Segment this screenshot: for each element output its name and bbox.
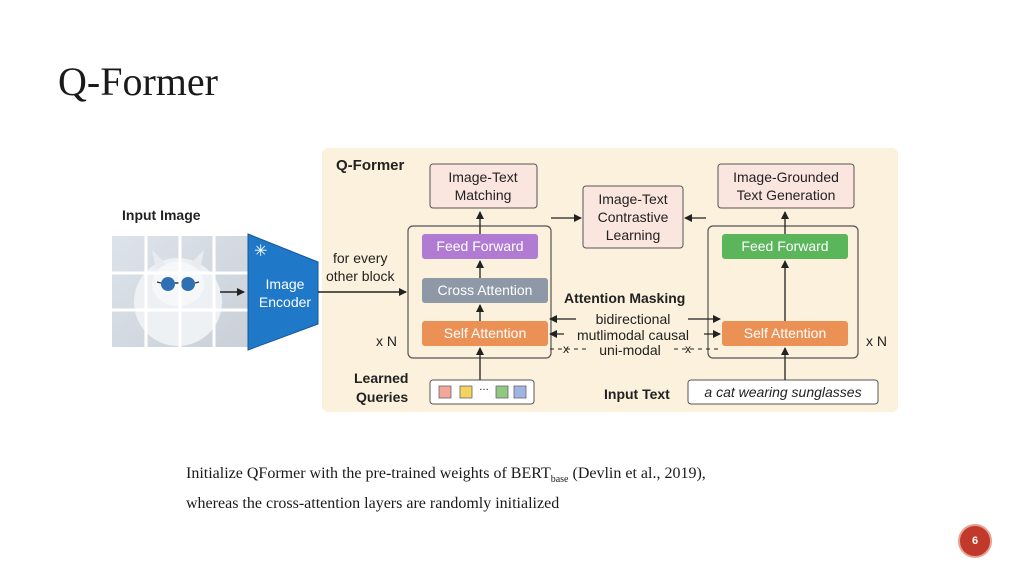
itm-label-1: Image-Text — [448, 169, 517, 185]
itg-label-1: Image-Grounded — [733, 169, 839, 185]
mask-causal: mutlimodal causal — [577, 327, 689, 343]
cross-mark-right: x — [685, 342, 691, 356]
itm-box — [429, 163, 538, 209]
mask-unimodal: uni-modal — [599, 342, 660, 358]
input-text-box — [687, 379, 879, 405]
panel-title: Q-Former — [336, 157, 405, 174]
mask-bidirectional: bidirectional — [596, 311, 671, 327]
query-token — [513, 385, 527, 399]
image-encoder-label-2: Encoder — [259, 294, 311, 310]
xn-left: x N — [376, 333, 397, 349]
learned-queries-label-2: Queries — [356, 389, 408, 405]
image-encoder-label-1: Image — [266, 276, 305, 292]
for-every-label-2: other block — [326, 268, 395, 284]
itg-label-2: Text Generation — [737, 187, 836, 203]
query-ellipsis: ··· — [479, 385, 489, 396]
xn-right: x N — [866, 333, 887, 349]
feed-forward-right-label: Feed Forward — [741, 238, 828, 254]
cross-mark-left: x — [563, 342, 569, 356]
caption-text-3: whereas the cross-attention layers are r… — [186, 495, 560, 513]
input-text-label: Input Text — [604, 386, 670, 402]
self-attention-right-label: Self Attention — [744, 325, 827, 341]
slide-title: Q-Former — [58, 59, 218, 104]
itc-label-3: Learning — [606, 227, 661, 243]
qformer-diagram: Q-Former Input Image ✳ Image Encoder for… — [112, 148, 898, 412]
self-attention-right — [722, 321, 848, 346]
learned-queries-label-1: Learned — [354, 370, 408, 386]
cross-attention — [422, 278, 548, 303]
feed-forward-left — [422, 234, 538, 259]
self-attention-left-label: Self Attention — [444, 325, 527, 341]
itm-label-2: Matching — [455, 187, 512, 203]
for-every-label-1: for every — [333, 250, 387, 266]
self-attention-left — [422, 321, 548, 346]
caption-text-1: Initialize QFormer with the pre-trained … — [186, 465, 551, 482]
input-text-value: a cat wearing sunglasses — [704, 384, 861, 400]
feed-forward-left-label: Feed Forward — [436, 238, 523, 254]
caption-text-2: (Devlin et al., 2019), — [568, 465, 706, 482]
cross-attention-label: Cross Attention — [438, 282, 533, 298]
image-encoder — [247, 233, 319, 351]
itc-label-2: Contrastive — [598, 209, 669, 225]
itg-box — [717, 163, 855, 209]
input-image-label: Input Image — [122, 207, 201, 223]
query-token — [495, 385, 509, 399]
itc-box — [582, 185, 684, 249]
query-token — [459, 385, 473, 399]
feed-forward-right — [722, 234, 848, 259]
page-number-badge: 6 — [958, 524, 992, 558]
qformer-figure: Q-Former Input Image ✳ Image Encoder for… — [108, 146, 900, 416]
slide-caption: Initialize QFormer with the pre-trained … — [186, 462, 886, 516]
itc-label-1: Image-Text — [598, 191, 667, 207]
attention-masking-label: Attention Masking — [564, 290, 685, 306]
page-number: 6 — [971, 535, 979, 547]
query-token — [438, 385, 452, 399]
frozen-icon: ✳ — [254, 241, 267, 260]
caption-subscript: base — [550, 474, 569, 486]
